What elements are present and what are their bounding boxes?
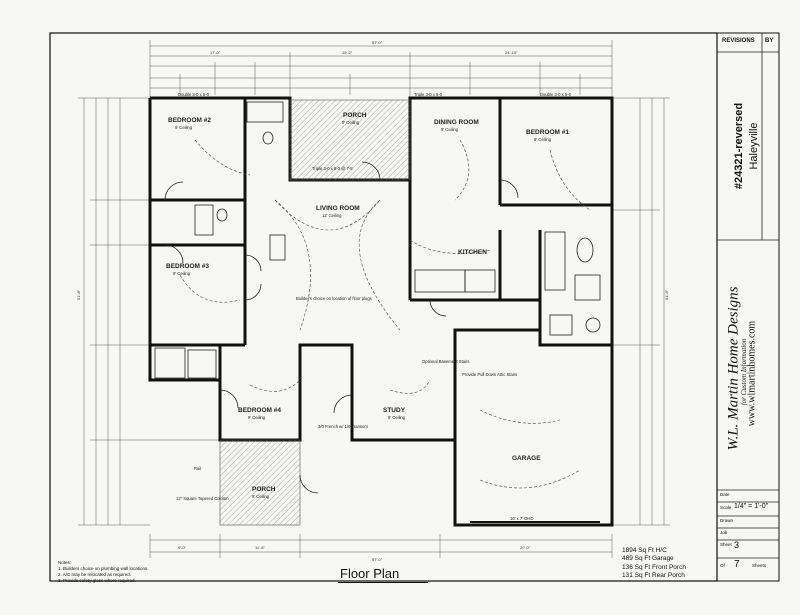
dim-bottom-b: 11'-8" [255, 545, 265, 550]
drawn-label: Drawn [720, 518, 734, 523]
area-line: 489 Sq Ft Garage [622, 555, 674, 563]
dim-overall-top: 57'-0" [372, 40, 383, 45]
scale-label: Scale [720, 505, 732, 510]
room-study: STUDY [383, 407, 406, 414]
room-garage: GARAGE [512, 455, 541, 462]
by-label: BY [765, 38, 774, 44]
notes-heading: Notes: [58, 560, 72, 565]
dim-top-right: 24'-10" [505, 50, 518, 55]
note-optional-stairs: Optional Basement Stairs [422, 359, 469, 364]
dim-top-left: 17'-0" [210, 50, 221, 55]
of-value: 7 [734, 559, 740, 570]
ceiling-bedroom3: 9' Ceiling [173, 271, 191, 276]
ceiling-living: 12' Ceiling [322, 213, 342, 218]
note-attic: Provide Pull Down Attic Stairs [462, 372, 517, 377]
dim-right-total: 51'-8" [664, 289, 669, 300]
plan-name: Haleyville [748, 122, 760, 170]
title-block-frame [716, 32, 780, 582]
drawing-title: Floor Plan [340, 566, 400, 581]
porch-bottom-hatch [220, 440, 300, 525]
revisions-label: REVISIONS [722, 38, 755, 44]
note-line: 1. Builders choice on plumbing wall loca… [58, 566, 149, 571]
area-line: 131 Sq Ft Rear Porch [622, 571, 685, 579]
note-double-left: Double 3-0 x 5-0 [178, 92, 210, 97]
ceiling-porch-bottom: 9' Ceiling [252, 494, 270, 499]
company-website: www.wlmartinhomes.com [746, 320, 758, 427]
door-swings [164, 161, 519, 494]
fixtures [154, 101, 601, 379]
ceiling-dining: 9' Ceiling [441, 127, 459, 132]
title-underline [338, 582, 428, 583]
footer-notes: Notes: 1. Builders choice on plumbing wa… [58, 560, 149, 584]
area-summary: 1894 Sq Ft H/C 489 Sq Ft Garage 136 Sq F… [622, 547, 686, 580]
sheets-label: Sheets [752, 563, 767, 568]
dim-bottom-a: 9'-0" [178, 545, 187, 550]
room-living: LIVING ROOM [316, 205, 360, 212]
note-builder-choice: Builder's choice on location of floor pl… [296, 296, 372, 301]
plan-number: #24321-reversed [733, 102, 745, 190]
ceiling-bedroom2: 9' Ceiling [175, 125, 193, 130]
area-line: 1894 Sq Ft H/C [622, 547, 667, 554]
note-line: 3. Provide safety glass where required. [58, 578, 136, 583]
dim-bottom-c: 20'-0" [520, 545, 531, 550]
note-line: 2. A/C may be relocated as required. [58, 572, 132, 577]
ceiling-bedroom1: 9' Ceiling [534, 137, 552, 142]
top-dimensions [149, 40, 613, 98]
right-dimensions [612, 97, 670, 526]
room-bedroom1: BEDROOM #1 [526, 129, 569, 136]
left-dimensions [78, 97, 220, 526]
room-porch-bottom: PORCH [252, 486, 276, 493]
of-label: Of [720, 563, 725, 568]
dim-top-mid: 15'-2" [342, 50, 353, 55]
job-label: Job [720, 530, 728, 535]
ceiling-bedroom4: 9' Ceiling [248, 415, 266, 420]
note-triple-top: Triple 3-0 x 5-0 [414, 92, 443, 97]
porch-top-hatch [290, 100, 410, 180]
room-kitchen: KITCHEN [458, 249, 487, 256]
scale-value: 1/4" = 1'-0" [734, 503, 769, 510]
bottom-dimensions [149, 534, 613, 558]
note-french: 3/0 French w/ 1/0 Transom [318, 424, 368, 429]
room-bedroom4: BEDROOM #4 [238, 407, 281, 414]
note-rail: Rail [194, 466, 201, 471]
note-triple-living: Triple 3-0 x 8-0 @ 7-8 [312, 166, 353, 171]
date-label: Date [720, 492, 730, 497]
room-bedroom2: BEDROOM #2 [168, 117, 211, 124]
room-bedroom3: BEDROOM #3 [166, 263, 209, 270]
room-porch-top: PORCH [343, 112, 367, 119]
dim-overall-bottom: 57'-0" [372, 557, 383, 562]
note-column: 12" Square Tapered Column [176, 496, 229, 501]
room-dining: DINING ROOM [434, 119, 479, 126]
ceiling-porch-top: 9' Ceiling [342, 120, 360, 125]
ceiling-study: 9' Ceiling [388, 415, 406, 420]
note-double-top: Double 3-0 x 5-0 [540, 92, 572, 97]
sheet-label: Sheet [720, 542, 732, 547]
sheet-value: 3 [734, 540, 740, 550]
note-garage-door: 16' x 7' OHD [510, 516, 533, 521]
electrical-lines [179, 139, 591, 489]
dim-left-total: 51'-8" [76, 289, 81, 300]
area-line: 136 Sq Ft Front Porch [622, 563, 686, 571]
